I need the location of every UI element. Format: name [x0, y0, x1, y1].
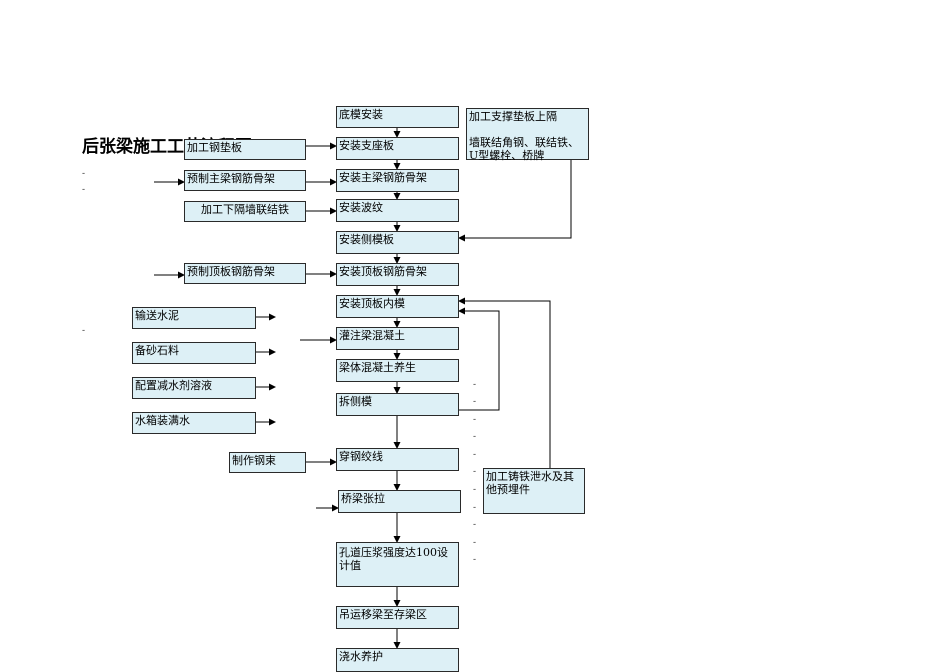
dash-mark: -: [82, 185, 86, 195]
dash-mark: -: [473, 397, 477, 407]
step-move-beam: 吊运移梁至存梁区: [336, 606, 459, 629]
dash-mark: -: [473, 485, 477, 495]
step-grouting: 孔道压浆强度达100设计值: [336, 542, 459, 587]
loop-connector: [458, 307, 500, 411]
step-strand: 穿钢绞线: [336, 448, 459, 471]
dash-mark: -: [82, 326, 86, 336]
dash-mark: -: [473, 503, 477, 513]
step-corrugated: 安装波纹: [336, 199, 459, 222]
dash-mark: -: [473, 415, 477, 425]
dash-mark: -: [82, 169, 86, 179]
dash-mark: -: [473, 432, 477, 442]
dash-mark: -: [473, 450, 477, 460]
step-install-bearing: 安装支座板: [336, 137, 459, 160]
material-cement: 输送水泥: [132, 307, 256, 329]
dash-mark: -: [473, 380, 477, 390]
material-water: 水箱装满水: [132, 412, 256, 434]
step-curing: 梁体混凝土养生: [336, 359, 459, 382]
step-bottom-form: 底模安装: [336, 106, 459, 128]
prep-main-rebar: 预制主梁钢筋骨架: [184, 170, 306, 191]
prep-diaphragm-iron: 加工下隔墙联结铁: [184, 201, 306, 222]
material-admixture: 配置减水剂溶液: [132, 377, 256, 399]
prep-top-rebar: 预制顶板钢筋骨架: [184, 263, 306, 284]
prep-steel-tendon: 制作钢束: [229, 452, 306, 473]
step-top-rebar: 安装顶板钢筋骨架: [336, 263, 459, 286]
material-aggregate: 备砂石料: [132, 342, 256, 364]
dash-mark: -: [473, 467, 477, 477]
cast-iron-connector: [458, 297, 551, 468]
prep-cast-iron: 加工铸铁泄水及其他预埋件: [483, 468, 585, 514]
step-pour-concrete: 灌注梁混凝土: [336, 327, 459, 350]
prep-steel-pad: 加工钢垫板: [184, 139, 306, 160]
support-connector: [458, 160, 572, 242]
dash-mark: -: [473, 538, 477, 548]
step-main-rebar: 安装主梁钢筋骨架: [336, 169, 459, 192]
dash-mark: -: [473, 520, 477, 530]
dash-mark: -: [473, 555, 477, 565]
prep-support-items: 加工支撑垫板上隔 墙联结角钢、联结铁、 U型螺栓、桥牌: [466, 108, 589, 162]
step-water-curing: 浇水养护: [336, 648, 459, 672]
step-tensioning: 桥梁张拉: [338, 490, 461, 513]
step-side-form: 安装侧模板: [336, 231, 459, 254]
step-inner-form: 安装顶板内模: [336, 295, 459, 318]
step-remove-side-form: 拆侧模: [336, 393, 459, 416]
